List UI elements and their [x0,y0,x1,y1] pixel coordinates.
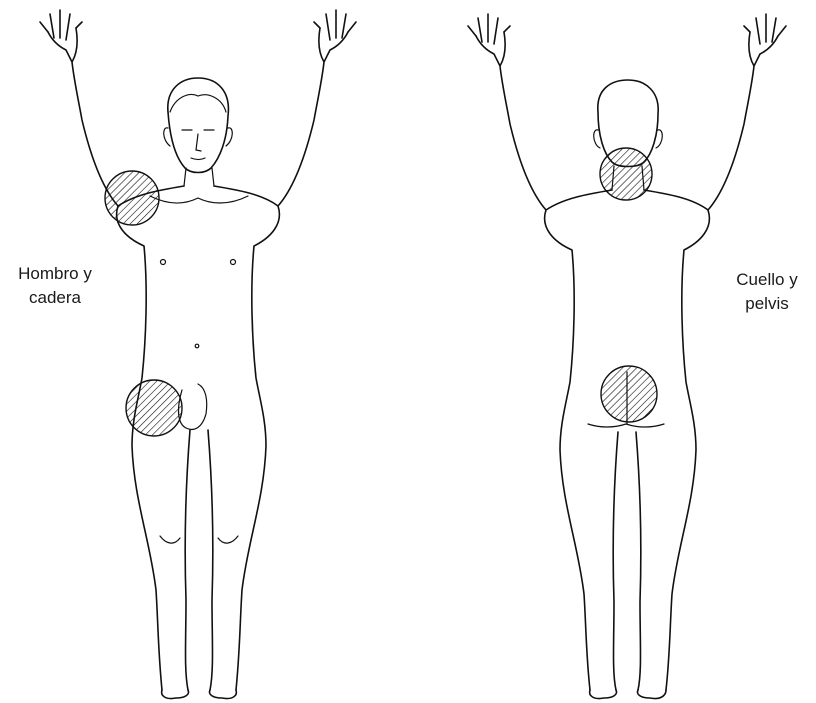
back-caption: Cuello y pelvis [712,268,816,316]
front-caption: Hombro y cadera [0,262,110,310]
back-caption-line-2: pelvis [712,292,816,316]
front-caption-line-1: Hombro y [0,262,110,286]
back-body-figure [468,14,786,699]
front-body-figure [40,10,356,699]
pelvis-zone [601,366,657,422]
neck-zone [600,148,652,200]
front-caption-line-2: cadera [0,286,110,310]
hip-zone [126,380,182,436]
back-caption-line-1: Cuello y [712,268,816,292]
shoulder-zone [105,171,159,225]
